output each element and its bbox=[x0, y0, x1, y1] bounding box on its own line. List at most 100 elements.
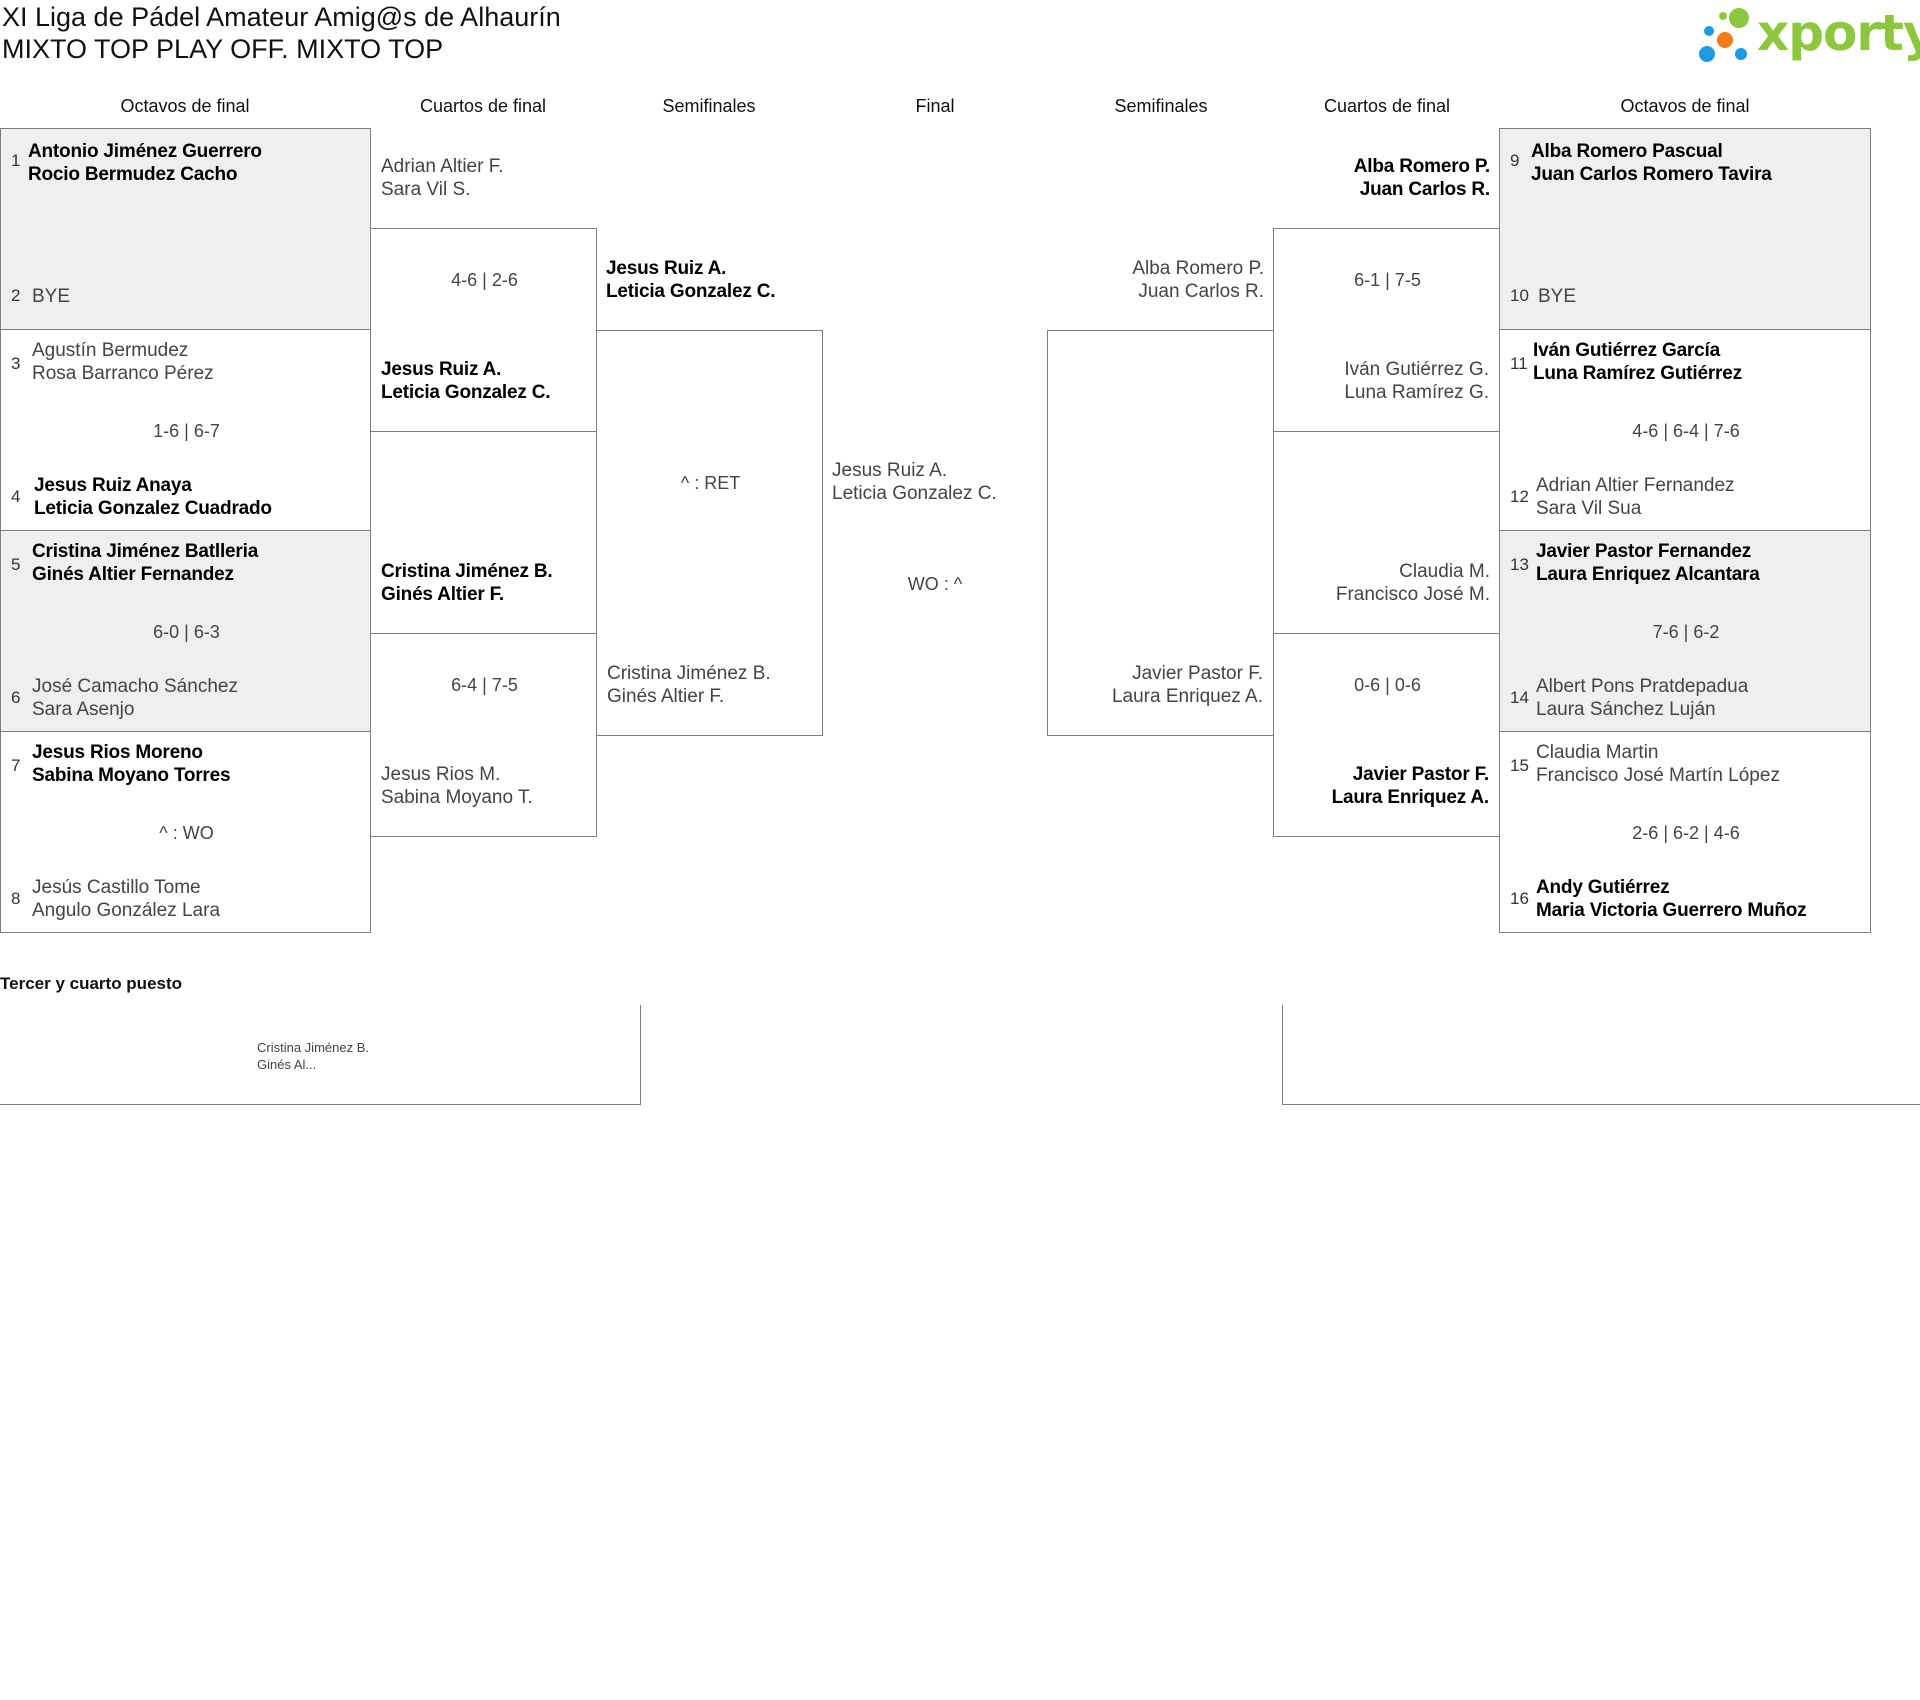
team-winner: Antonio Jiménez Guerrero Rocio Bermudez … bbox=[28, 140, 262, 186]
logo-text: xporty bbox=[1757, 4, 1920, 62]
player-name: Jesus Ruiz A. bbox=[606, 258, 727, 279]
player-name: BYE bbox=[1538, 286, 1577, 307]
logo-dots-icon bbox=[1699, 8, 1749, 62]
seed-number: 2 bbox=[11, 286, 21, 305]
match-box-r16-left-1[interactable]: 1 Antonio Jiménez Guerrero Rocio Bermude… bbox=[0, 128, 371, 330]
seed-number: 4 bbox=[11, 487, 21, 506]
player-name: Francisco José M. bbox=[1335, 584, 1490, 605]
player-name: Antonio Jiménez Guerrero bbox=[28, 141, 262, 162]
seed-number: 15 bbox=[1510, 756, 1529, 775]
player-name: Laura Enriquez Alcantara bbox=[1536, 564, 1760, 585]
qf-left-2-team-a: Cristina Jiménez B. Ginés Altier F. bbox=[381, 560, 553, 606]
match-box-sf-right[interactable]: Javier Pastor F. Laura Enriquez A. bbox=[1047, 330, 1274, 736]
seed-number: 6 bbox=[11, 688, 21, 707]
team-loser: Cristina Jiménez B. Ginés Altier F. bbox=[607, 662, 771, 708]
team-loser: Jesús Castillo Tome Angulo González Lara bbox=[32, 876, 220, 922]
player-name: Jesús Castillo Tome bbox=[32, 877, 201, 898]
match-score: 6-0 | 6-3 bbox=[153, 622, 220, 642]
team-loser: Jesus Rios M. Sabina Moyano T. bbox=[381, 763, 533, 809]
match-box-qf-left-2[interactable]: 6-4 | 7-5 Jesus Rios M. Sabina Moyano T. bbox=[370, 633, 597, 837]
match-score: 4-6 | 2-6 bbox=[451, 270, 518, 290]
match-score: 0-6 | 0-6 bbox=[1354, 675, 1421, 695]
match-box-r16-right-4[interactable]: 15 Claudia Martin Francisco José Martín … bbox=[1499, 731, 1871, 933]
player-name: Javier Pastor F. bbox=[1132, 663, 1263, 684]
match-score: ^ : WO bbox=[159, 823, 214, 843]
third-place-right-bracket[interactable] bbox=[1282, 1005, 1920, 1105]
match-box-qf-right-1[interactable]: 6-1 | 7-5 Iván Gutiérrez G. Luna Ramírez… bbox=[1273, 228, 1500, 432]
match-box-r16-left-3[interactable]: 5 Cristina Jiménez Batlleria Ginés Altie… bbox=[0, 530, 371, 732]
match-box-r16-right-3[interactable]: 13 Javier Pastor Fernandez Laura Enrique… bbox=[1499, 530, 1871, 732]
player-name: Leticia Gonzalez C. bbox=[381, 382, 551, 403]
player-name: Jesus Rios Moreno bbox=[32, 742, 203, 763]
seed-number: 5 bbox=[11, 555, 21, 574]
team-bye: BYE bbox=[1538, 285, 1576, 308]
player-name: Jesus Ruiz Anaya bbox=[34, 475, 192, 496]
player-name: Javier Pastor F. bbox=[1352, 764, 1489, 785]
player-name: Rosa Barranco Pérez bbox=[32, 363, 214, 384]
final-score: WO : ^ bbox=[907, 574, 963, 594]
player-name: Adrian Altier F. bbox=[381, 156, 504, 177]
player-name: Alba Romero P. bbox=[1353, 156, 1490, 177]
round-header-final: Final bbox=[915, 96, 955, 116]
team-loser: Javier Pastor F. Laura Enriquez A. bbox=[1112, 662, 1263, 708]
player-name: Sara Vil S. bbox=[381, 179, 471, 200]
player-name: Cristina Jiménez B. bbox=[607, 663, 771, 684]
match-score: 6-4 | 7-5 bbox=[451, 675, 518, 695]
match-box-r16-right-2[interactable]: 11 Iván Gutiérrez García Luna Ramírez Gu… bbox=[1499, 329, 1871, 531]
final-team: Jesus Ruiz A. Leticia Gonzalez C. bbox=[832, 459, 997, 505]
player-name: José Camacho Sánchez bbox=[32, 676, 238, 697]
player-name: Leticia Gonzalez C. bbox=[606, 281, 776, 302]
seed-number: 16 bbox=[1510, 889, 1529, 908]
round-header-sf-left: Semifinales bbox=[662, 96, 756, 116]
sf-right-team-a: Alba Romero P. Juan Carlos R. bbox=[1132, 257, 1264, 303]
player-name: Andy Gutiérrez bbox=[1536, 877, 1670, 898]
match-box-r16-left-4[interactable]: 7 Jesus Rios Moreno Sabina Moyano Torres… bbox=[0, 731, 371, 933]
seed-number: 3 bbox=[11, 354, 21, 373]
seed-number: 1 bbox=[11, 151, 21, 170]
match-score: ^ : RET bbox=[680, 473, 741, 493]
player-name: Cristina Jiménez Batlleria bbox=[32, 541, 259, 562]
match-box-r16-left-2[interactable]: 3 Agustín Bermudez Rosa Barranco Pérez 1… bbox=[0, 329, 371, 531]
player-name: Laura Enriquez A. bbox=[1331, 787, 1490, 808]
player-name: Sabina Moyano Torres bbox=[32, 765, 231, 786]
match-score: 1-6 | 6-7 bbox=[153, 421, 220, 441]
player-name: Sabina Moyano T. bbox=[381, 787, 533, 808]
round-header-r16-left: Octavos de final bbox=[120, 96, 250, 116]
match-box-qf-left-1[interactable]: 4-6 | 2-6 Jesus Ruiz A. Leticia Gonzalez… bbox=[370, 228, 597, 432]
player-name: Sara Asenjo bbox=[32, 699, 135, 720]
qf-left-1-team-a: Adrian Altier F. Sara Vil S. bbox=[381, 155, 504, 201]
player-name: Leticia Gonzalez Cuadrado bbox=[34, 498, 272, 519]
team-winner: Jesus Ruiz Anaya Leticia Gonzalez Cuadra… bbox=[34, 474, 272, 520]
match-box-sf-left[interactable]: ^ : RET Cristina Jiménez B. Ginés Altier… bbox=[596, 330, 823, 736]
team-loser: Albert Pons Pratdepadua Laura Sánchez Lu… bbox=[1536, 675, 1748, 721]
team-loser: José Camacho Sánchez Sara Asenjo bbox=[32, 675, 238, 721]
player-name: Adrian Altier Fernandez bbox=[1536, 475, 1735, 496]
sf-left-team-a: Jesus Ruiz A. Leticia Gonzalez C. bbox=[606, 257, 776, 303]
player-name: Ginés Altier Fernandez bbox=[32, 564, 234, 585]
team-loser: Claudia Martin Francisco José Martín Lóp… bbox=[1536, 741, 1780, 787]
player-name: Jesus Rios M. bbox=[381, 764, 501, 785]
player-name: Laura Enriquez A. bbox=[1111, 686, 1263, 707]
third-place-title: Tercer y cuarto puesto bbox=[0, 974, 183, 993]
player-name: Ginés Altier F. bbox=[607, 686, 725, 707]
player-name: Claudia Martin bbox=[1536, 742, 1659, 763]
round-header-qf-right: Cuartos de final bbox=[1323, 96, 1451, 116]
player-name: BYE bbox=[32, 286, 71, 307]
round-header-r16-right: Octavos de final bbox=[1620, 96, 1750, 116]
player-name: Juan Carlos R. bbox=[1138, 281, 1264, 302]
player-name: Agustín Bermudez bbox=[32, 340, 189, 361]
player-name: Cristina Jiménez B. bbox=[257, 1040, 369, 1055]
match-box-qf-right-2[interactable]: 0-6 | 0-6 Javier Pastor F. Laura Enrique… bbox=[1273, 633, 1500, 837]
seed-number: 7 bbox=[11, 756, 21, 775]
player-name: Iván Gutiérrez G. bbox=[1344, 359, 1489, 380]
player-name: Ginés Al... bbox=[257, 1057, 317, 1072]
seed-number: 9 bbox=[1510, 151, 1520, 170]
third-place-team: Cristina Jiménez B. Ginés Al... bbox=[257, 1039, 369, 1073]
match-box-r16-right-1[interactable]: 9 Alba Romero Pascual Juan Carlos Romero… bbox=[1499, 128, 1871, 330]
match-score: 2-6 | 6-2 | 4-6 bbox=[1632, 823, 1740, 843]
player-name: Maria Victoria Guerrero Muñoz bbox=[1536, 900, 1807, 921]
xporty-logo[interactable]: xporty bbox=[1693, 4, 1920, 66]
round-header-qf-left: Cuartos de final bbox=[419, 96, 547, 116]
third-place-left-bracket[interactable]: Cristina Jiménez B. Ginés Al... bbox=[0, 1005, 641, 1105]
team-winner: Cristina Jiménez Batlleria Ginés Altier … bbox=[32, 540, 258, 586]
